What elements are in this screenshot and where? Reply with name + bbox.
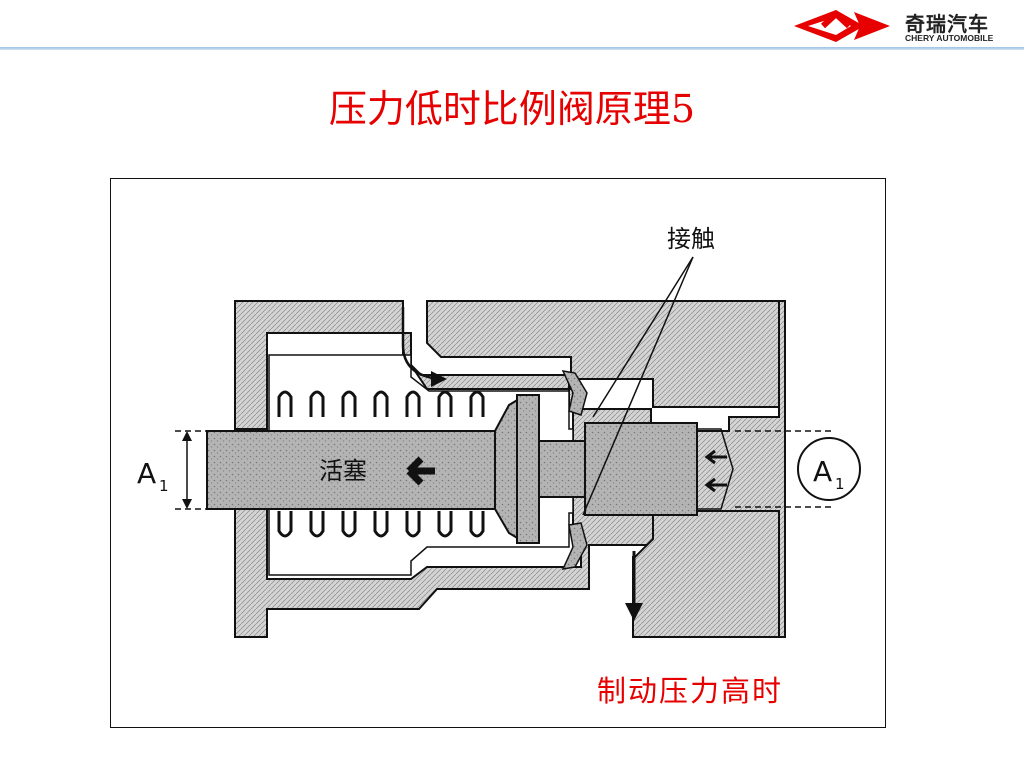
label-piston: 活塞 <box>319 457 367 485</box>
pressure-arrow-lower-icon <box>704 477 727 493</box>
piston-motion-arrow-icon <box>406 456 435 486</box>
piston-spool <box>538 440 586 498</box>
header-rule <box>0 47 1024 50</box>
label-contact: 接触 <box>667 225 715 253</box>
inlet-arrow-head-icon <box>431 371 447 387</box>
chery-emblem-icon <box>794 9 890 42</box>
label-a1-right-sub: 1 <box>835 475 845 493</box>
outlet-arrow-head-icon <box>625 603 643 621</box>
page-title: 压力低时比例阀原理5 <box>328 87 696 131</box>
piston-plunger <box>584 422 698 516</box>
housing-right-block <box>426 300 780 408</box>
logo-chinese-text: 奇瑞汽车 <box>905 12 989 36</box>
piston-flange <box>516 394 540 544</box>
upper-seal <box>561 370 588 416</box>
label-a1-left-main: A <box>137 457 156 490</box>
pressure-arrow-upper-icon <box>704 449 727 465</box>
lower-seal <box>561 522 588 570</box>
inlet-port-cone <box>697 428 734 510</box>
contact-pointer-lower <box>582 256 694 516</box>
spring-coils <box>277 390 485 538</box>
diagram-frame: 接触 活塞 A 1 A 1 <box>110 178 886 728</box>
diagram-caption: 制动压力高时 <box>597 674 784 708</box>
chery-logo: 奇瑞汽车 CHERY AUTOMOBILE <box>790 6 1022 46</box>
dim-circle-right <box>797 437 861 501</box>
label-a1-left-sub: 1 <box>159 477 169 495</box>
proportioning-valve-diagram: 接触 活塞 A 1 A 1 <box>137 225 861 638</box>
contact-pointer-upper <box>592 256 694 418</box>
dim-arrowhead-down-icon <box>182 499 192 509</box>
logo-english-text: CHERY AUTOMOBILE <box>905 33 994 43</box>
dim-arrowhead-up-icon <box>182 431 192 441</box>
label-a1-right-main: A <box>813 455 832 488</box>
housing-lower-right <box>632 510 780 638</box>
